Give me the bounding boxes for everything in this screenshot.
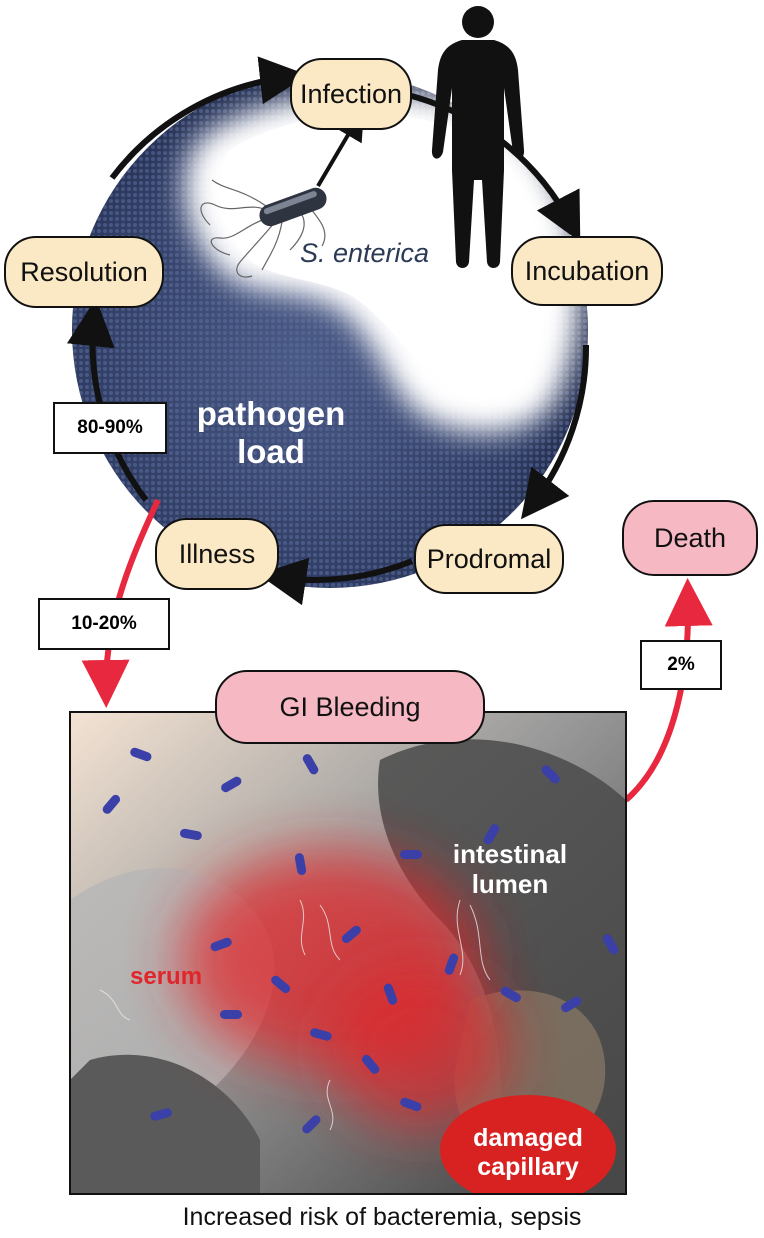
percent-gi-bleeding: 10-20%	[38, 598, 170, 650]
stage-illness: Illness	[155, 518, 279, 590]
outcome-death: Death	[622, 500, 758, 576]
stage-incubation: Incubation	[511, 236, 663, 306]
pathogen-load-label: pathogen load	[196, 395, 346, 470]
stage-resolution: Resolution	[4, 236, 164, 308]
bacterium-icon	[200, 179, 327, 278]
human-silhouette-icon	[431, 6, 525, 268]
percent-resolution: 80-90%	[53, 402, 167, 454]
species-label: S. enterica	[300, 238, 430, 268]
damaged-capillary-label: damaged capillary	[473, 1124, 583, 1181]
intestinal-lumen-label: intestinal lumen	[452, 839, 568, 899]
cycle-ring	[67, 56, 590, 606]
serum-label: serum	[130, 963, 203, 990]
gi-bleeding-arrow	[81, 498, 161, 708]
stage-prodromal: Prodromal	[414, 524, 564, 594]
gi-bleeding-scene	[70, 712, 626, 1194]
outcome-gi-bleeding: GI Bleeding	[215, 670, 485, 744]
percent-death: 2%	[640, 640, 722, 690]
stage-infection: Infection	[290, 58, 412, 130]
caption: Increased risk of bacteremia, sepsis	[182, 1203, 582, 1231]
death-arrow	[624, 578, 713, 803]
